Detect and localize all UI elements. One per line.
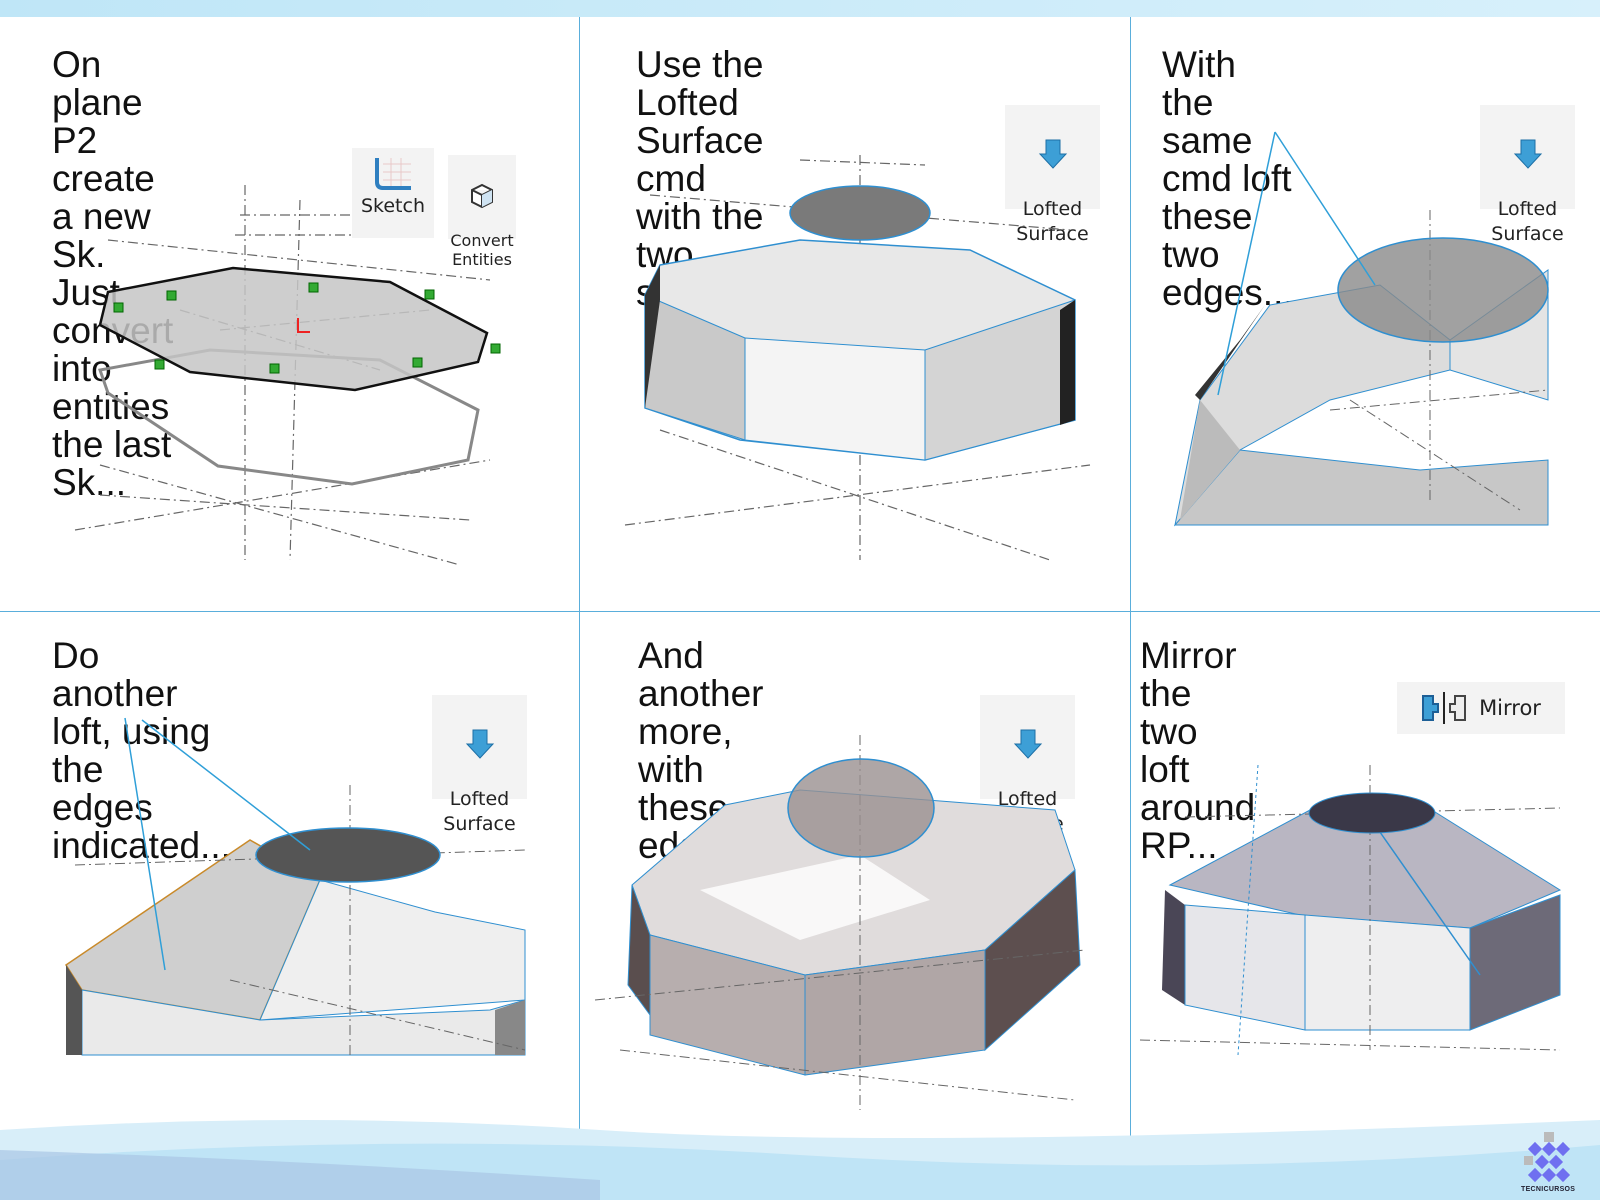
lofted-surface-illustration <box>624 155 1091 561</box>
loft-edges-illustration <box>1173 131 1549 527</box>
divider <box>0 611 1600 612</box>
lofted-surface-icon <box>1513 139 1542 169</box>
bottom-wave <box>0 1120 1600 1200</box>
mirror-illustration <box>1139 764 1562 1056</box>
lofted-surface-button[interactable]: Lofted Surface <box>1005 105 1100 245</box>
top-bar <box>0 0 1600 17</box>
sketch-octagon-illustration <box>74 185 501 566</box>
lofted-surface-button[interactable]: Lofted Surface <box>432 695 527 835</box>
divider <box>1130 17 1131 1147</box>
sketch-icon <box>375 158 411 190</box>
logo-text: TECNICURSOS <box>1521 1186 1576 1193</box>
command-label: Lofted Surface <box>1016 198 1089 245</box>
step-caption: On plane P2 create a new Sk. Just conver… <box>52 44 173 503</box>
command-label: Mirror <box>1479 695 1541 720</box>
tecnicursos-logo <box>1524 1132 1571 1183</box>
divider <box>579 17 580 1147</box>
lofted-surface-icon <box>1013 729 1042 759</box>
convert-entities-button[interactable]: Convert Entities <box>448 155 516 269</box>
convert-entities-icon <box>471 183 493 209</box>
step-caption: Mirror the two loft around RP... <box>1140 635 1256 866</box>
command-label: Sketch <box>360 195 425 217</box>
command-label: Convert Entities <box>450 231 514 269</box>
mirror-button[interactable]: Mirror <box>1397 682 1565 734</box>
lofted-surface-icon <box>1038 139 1067 169</box>
command-label: Lofted Surface <box>443 788 516 835</box>
step-caption: Use the Lofted Surface cmd with the two … <box>636 44 764 312</box>
command-label: Lofted Surface <box>1491 198 1564 245</box>
sketch-button[interactable]: Sketch <box>352 148 434 238</box>
lofted-surface-icon <box>465 729 494 759</box>
mirror-icon <box>1422 692 1467 724</box>
lofted-surface-button[interactable]: Lofted Surface <box>1480 105 1575 245</box>
loft-edges-illustration <box>594 735 1086 1110</box>
loft-edges-illustration <box>64 717 526 1056</box>
step-caption: Do another loft, using the edges indicat… <box>52 635 231 866</box>
